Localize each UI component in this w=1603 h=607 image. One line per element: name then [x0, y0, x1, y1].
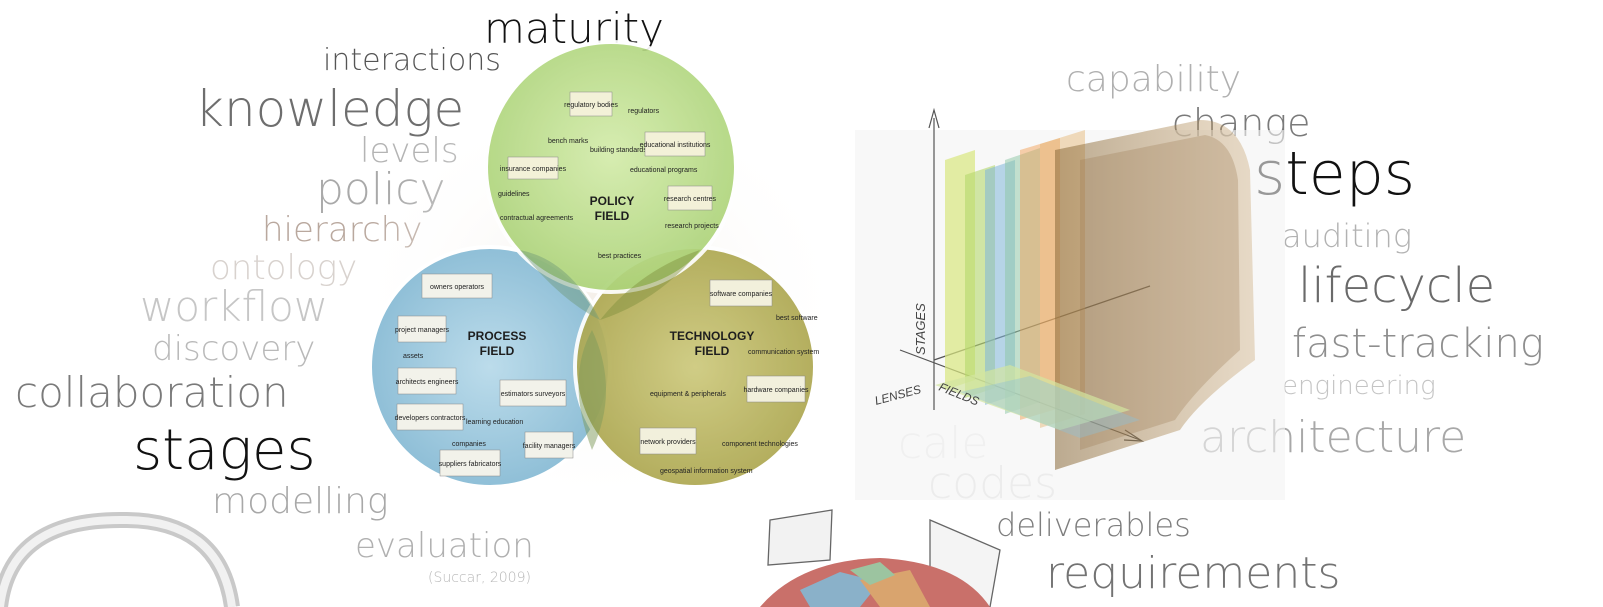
policy-circle	[484, 40, 738, 294]
word-ontology: ontology	[210, 248, 358, 288]
policy-items: regulatory bodies regulators bench marks…	[498, 91, 719, 260]
word-discovery: discovery	[152, 329, 316, 369]
maturity-cube-diagram: STAGES LENSES FIELDS	[855, 107, 1285, 500]
policy-item: bench marks	[548, 138, 589, 145]
process-item: architects engineers	[396, 379, 459, 386]
sphere-graphic	[760, 509, 1001, 607]
policy-item: regulators	[628, 108, 660, 115]
policy-field-title-1: POLICY	[590, 194, 635, 208]
policy-item: building standards	[590, 147, 647, 154]
technology-item: communication system	[748, 349, 819, 356]
policy-item: research centres	[664, 196, 717, 203]
word-auditing: auditing	[1282, 217, 1413, 255]
process-item: suppliers fabricators	[439, 461, 502, 468]
word-capability: capability	[1066, 59, 1242, 100]
policy-item: contractual agreements	[500, 215, 574, 222]
word-lifecycle: lifecycle	[1298, 258, 1496, 314]
technology-items: software companies best software communi…	[639, 279, 819, 475]
word-knowledge: knowledge	[195, 80, 465, 138]
word-evaluation: evaluation	[355, 526, 534, 566]
process-item: estimators surveyors	[501, 391, 566, 398]
word-requirements: requirements	[1046, 548, 1341, 599]
technology-item: equipment & peripherals	[650, 391, 726, 398]
process-field-title-1: PROCESS	[468, 329, 527, 343]
policy-item: educational institutions	[640, 142, 711, 149]
overlap-process-technology	[578, 330, 606, 450]
process-item: assets	[403, 353, 424, 360]
word-collaboration: collaboration	[15, 368, 289, 417]
process-field-title-2: FIELD	[480, 344, 515, 358]
word-engineering: engineering	[1282, 371, 1436, 401]
technology-field-title-2: FIELD	[695, 344, 730, 358]
word-fast-tracking: fast-tracking	[1292, 321, 1544, 367]
overlap-policy-process	[520, 250, 600, 320]
policy-item: insurance companies	[500, 166, 567, 173]
technology-item: best software	[776, 315, 818, 322]
process-item: facility managers	[523, 443, 576, 450]
process-item: owners operators	[430, 284, 485, 291]
technology-item: software companies	[710, 291, 773, 298]
technology-item: hardware companies	[744, 387, 809, 394]
policy-item: best practices	[598, 253, 642, 260]
technology-item: network providers	[640, 439, 696, 446]
process-item: developers contractors	[395, 415, 466, 422]
policy-item: guidelines	[498, 191, 530, 198]
word-interactions: interactions	[323, 43, 501, 78]
policy-item: educational programs	[630, 167, 698, 174]
overlap-policy-technology	[600, 250, 700, 320]
policy-item: regulatory bodies	[564, 102, 618, 109]
axis-label-stages: STAGES	[913, 303, 928, 355]
process-item: learning education	[466, 419, 523, 426]
word-workflow: workflow	[140, 282, 329, 331]
swoosh-graphic	[0, 511, 240, 607]
process-item: project managers	[395, 327, 450, 334]
technology-field-title-1: TECHNOLOGY	[670, 329, 755, 343]
policy-field-title-2: FIELD	[595, 209, 630, 223]
word-modelling: modelling	[212, 481, 389, 522]
process-item: companies	[452, 441, 486, 448]
technology-item: geospatial information system	[660, 468, 753, 475]
word-deliverables: deliverables	[996, 506, 1191, 544]
policy-item: research projects	[665, 223, 719, 230]
citation: (Succar, 2009)	[428, 570, 531, 586]
word-stages: stages	[133, 418, 316, 483]
process-items: owners operators project managers assets…	[395, 273, 576, 477]
technology-item: component technologies	[722, 441, 798, 448]
